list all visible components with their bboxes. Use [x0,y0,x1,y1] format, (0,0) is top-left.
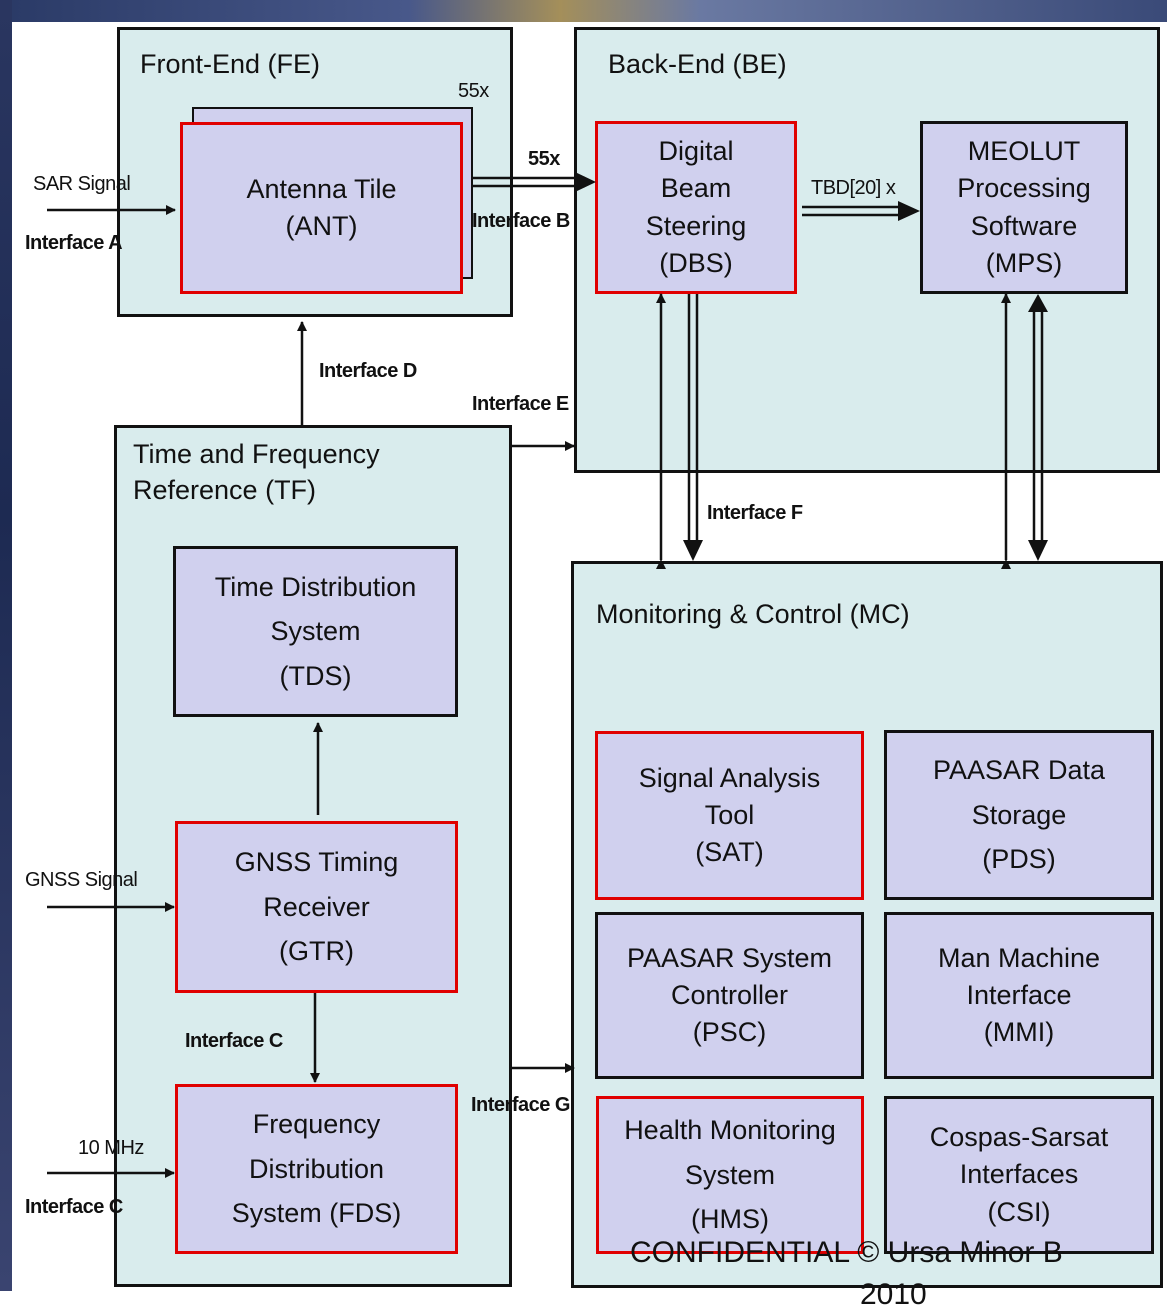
psc-label: PAASAR System Controller (PSC) [626,942,833,1048]
interface-a-label: Interface A [25,232,123,254]
hms-block: Health Monitoring System (HMS) [596,1096,864,1254]
ant-dbs-multiplier-label: 55x [528,148,560,170]
mps-label: MEOLUT Processing Software (MPS) [957,136,1091,278]
interface-c-outer-label: Interface C [25,1196,123,1218]
tbd-label: TBD[20] x [811,177,896,199]
monitoring-control-title: Monitoring & Control (MC) [596,599,910,629]
mps-mc-arrowhead-down [1028,540,1048,561]
footer-year: 2010 [860,1278,927,1311]
interface-e-label: Interface E [472,393,569,415]
pds-block: PAASAR Data Storage (PDS) [884,730,1154,900]
tds-block: Time Distribution System (TDS) [173,546,458,717]
mps-mc-arrowhead-up [1028,294,1048,312]
dbs-label: Digital Beam Steering (DBS) [645,136,747,278]
left-background-band [0,0,12,1291]
fds-block: Frequency Distribution System (FDS) [175,1084,458,1254]
mmi-block: Man Machine Interface (MMI) [884,912,1154,1079]
top-background-band [0,0,1167,22]
ten-mhz-label: 10 MHz [78,1137,144,1159]
csi-label: Cospas-Sarsat Interfaces (CSI) [929,1122,1109,1227]
antenna-tile-label: Antenna Tile (ANT) [246,173,397,241]
confidential-footer: CONFIDENTIAL © Ursa Minor B [630,1236,1063,1269]
interface-c-inner-label: Interface C [185,1030,283,1052]
back-end-title: Back-End (BE) [608,49,787,79]
interface-d-label: Interface D [319,360,417,382]
ant-dbs-arrowhead [575,172,596,192]
tds-label: Time Distribution System (TDS) [214,571,417,691]
front-end-title: Front-End (FE) [140,49,321,79]
psc-block: PAASAR System Controller (PSC) [595,912,864,1079]
interface-g-label: Interface G [471,1094,570,1116]
fds-label: Frequency Distribution System (FDS) [231,1109,402,1229]
gtr-block: GNSS Timing Receiver (GTR) [175,821,458,993]
pds-label: PAASAR Data Storage (PDS) [932,755,1106,875]
gtr-label: GNSS Timing Receiver (GTR) [234,847,399,967]
sat-label: Signal Analysis Tool (SAT) [638,762,821,868]
sar-signal-label: SAR Signal [33,173,131,195]
interface-f-label: Interface F [707,502,803,524]
interface-b-label: Interface B [472,210,570,232]
hms-label: Health Monitoring System (HMS) [624,1115,836,1235]
mmi-label: Man Machine Interface (MMI) [937,942,1101,1048]
antenna-multiplier-label: 55x [458,80,489,102]
dbs-mc-arrowhead [683,540,703,561]
sat-block: Signal Analysis Tool (SAT) [595,731,864,900]
dbs-mps-arrowhead [898,201,920,221]
dbs-block: Digital Beam Steering (DBS) [595,121,797,294]
antenna-tile-block: Antenna Tile (ANT) [180,122,463,294]
gnss-signal-label: GNSS Signal [25,869,138,891]
mps-block: MEOLUT Processing Software (MPS) [920,121,1128,294]
csi-block: Cospas-Sarsat Interfaces (CSI) [884,1096,1154,1254]
time-frequency-title: Time and Frequency Reference (TF) [133,439,380,506]
